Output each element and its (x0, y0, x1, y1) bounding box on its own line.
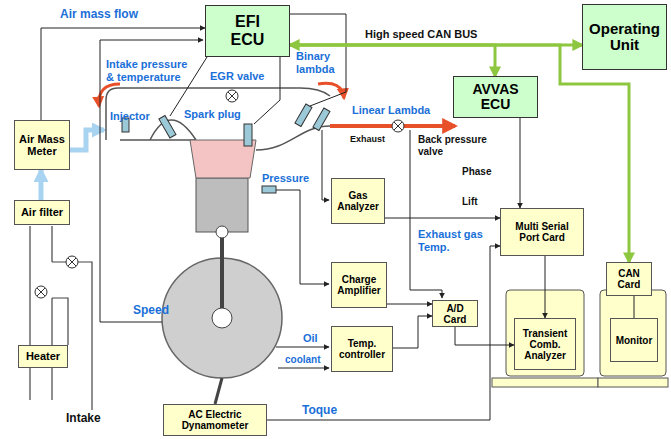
sensor-label: Intake pressure & temperature (106, 58, 196, 83)
dynamometer-box: AC Electric Dynamometer (163, 404, 267, 436)
flow-arrow (99, 84, 120, 106)
coolant-wire (278, 368, 329, 369)
lambda-sensor (295, 104, 312, 127)
card-box: Multi Serial Port Card (500, 208, 584, 256)
box-label: Heater (26, 350, 60, 362)
flow-label: Intake (66, 412, 101, 426)
controller-box: Temp. controller (331, 326, 393, 372)
valve-symbol (392, 120, 404, 132)
bypass-pipe (52, 262, 92, 410)
amplifier-box: Charge Amplifier (331, 262, 387, 308)
box-label: Transient Comb. Analyzer (518, 328, 572, 361)
meter-box: Air Mass Meter (14, 120, 70, 170)
analyzer-screen: Transient Comb. Analyzer (514, 318, 576, 370)
spark-plug-symbol (244, 124, 252, 146)
box-label: AVVAS ECU (466, 82, 526, 113)
ecu-box: EFI ECU (205, 5, 290, 57)
operating-unit-box: Operating Unit (582, 4, 667, 70)
signal-wire (290, 14, 346, 106)
analyzer-box: Gas Analyzer (331, 178, 385, 224)
connector (455, 327, 514, 345)
box-label: Temp. controller (335, 338, 389, 360)
sensor-label: Linear Lambda (352, 104, 430, 117)
part-label: Back pressure valve (418, 134, 498, 157)
signal-label: coolant (285, 354, 321, 366)
box-label: Monitor (616, 335, 653, 346)
shaft (215, 378, 222, 404)
flow-arrow (318, 83, 344, 98)
valve-symbol (226, 90, 238, 102)
sensor-label: Pressure (262, 172, 309, 185)
box-label: Air Mass Meter (18, 133, 66, 157)
pressure-sensor (262, 186, 276, 193)
box-label: CAN Card (610, 268, 648, 290)
signal-wire (254, 57, 280, 124)
box-label: Multi Serial Port Card (504, 221, 580, 243)
piston-pin (216, 226, 228, 238)
heater-pipe (52, 298, 68, 345)
filter-box: Air filter (14, 200, 70, 225)
part-label: Injector (110, 110, 150, 123)
part-label: EGR valve (210, 70, 264, 83)
valve-symbol (35, 286, 47, 298)
box-label: Air filter (21, 206, 63, 218)
oil-wire (276, 347, 329, 348)
connector (41, 28, 205, 120)
connector (545, 256, 546, 318)
heater-box: Heater (18, 345, 68, 368)
box-label: EFI ECU (228, 13, 268, 48)
connector (290, 45, 495, 76)
box-label: Gas Analyzer (335, 190, 381, 212)
connector (39, 170, 44, 200)
connector (385, 218, 500, 219)
box-label: Operating Unit (586, 21, 663, 54)
box-label: A/D Card (436, 303, 474, 325)
signal-label: Exhaust gas Temp. (418, 228, 492, 253)
intake-runner (106, 100, 196, 140)
bus-label: High speed CAN BUS (365, 28, 477, 41)
sensor-label: Binary lambda (296, 50, 344, 75)
connecting-rod (220, 232, 224, 308)
signal-label: Oil (303, 332, 318, 345)
intake-manifold (106, 88, 330, 100)
box-label: Charge Amplifier (335, 274, 383, 296)
signal-label: Toque (300, 404, 339, 417)
connector (267, 246, 500, 420)
card-box: A/D Card (432, 300, 478, 327)
ecu-box: AVVAS ECU (453, 76, 538, 118)
speed-wire (100, 40, 203, 322)
card-box: CAN Card (606, 262, 652, 296)
box-label: AC Electric Dynamometer (167, 409, 263, 431)
signal-label: Speed (133, 304, 169, 318)
computer-base (598, 378, 668, 387)
flow-label: Exhaust (350, 134, 385, 144)
gas-sample-wire (322, 130, 329, 200)
connector (520, 118, 521, 208)
connector (393, 316, 432, 348)
injector-symbol (159, 115, 176, 138)
connector (634, 296, 635, 318)
signal-label: Phase (462, 166, 491, 178)
crankshaft (212, 308, 232, 328)
airflow-arrow (70, 130, 104, 150)
part-label: Spark plug (184, 108, 241, 121)
piston (196, 178, 248, 232)
signal-label: Air mass flow (60, 8, 138, 22)
valve-symbol (66, 256, 78, 268)
computer-base (492, 378, 598, 387)
monitor-screen: Monitor (610, 318, 658, 362)
intake-pipe (30, 226, 52, 400)
connector (290, 45, 629, 262)
connector (387, 304, 432, 305)
signal-label: Lift (462, 196, 478, 208)
pressure-wire (276, 190, 329, 284)
lambda-sensor (313, 108, 330, 131)
computer-frame (600, 290, 666, 376)
